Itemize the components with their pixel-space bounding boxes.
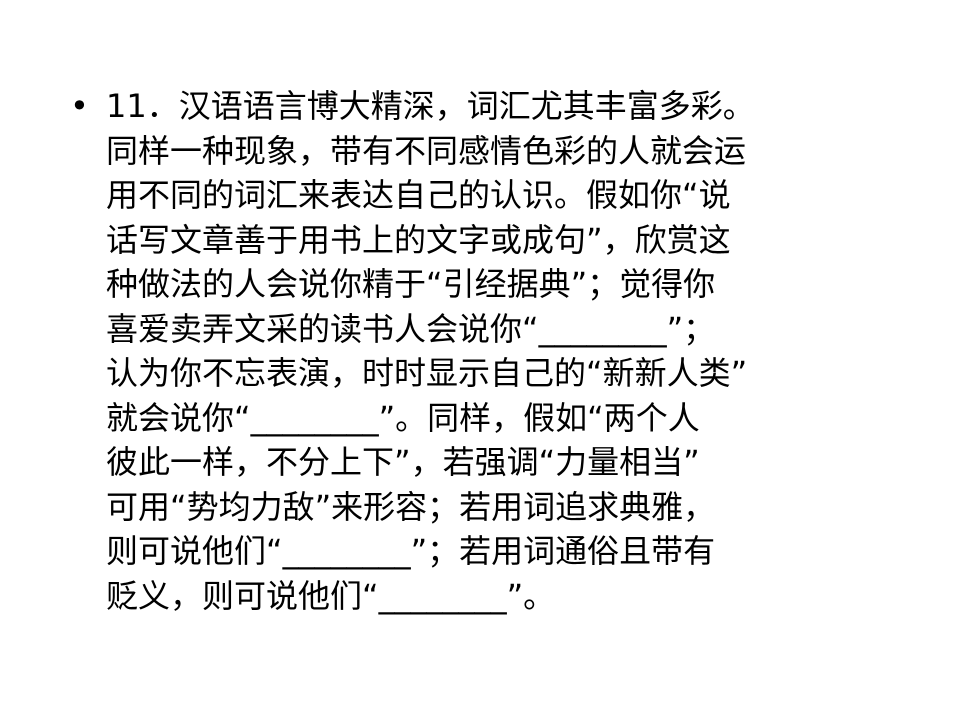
question-line: 认为你不忘表演，时时显示自己的“新新人类”: [106, 354, 748, 392]
question-line: 话写文章善于用书上的文字或成句”，欣赏这: [106, 220, 731, 259]
question-line: 种做法的人会说你精于“引经据典”；觉得你: [106, 265, 716, 303]
bullet-icon: •: [70, 87, 89, 125]
question-line: 彼此一样，不分上下”，若强调“力量相当”: [106, 443, 700, 481]
question-line: 喜爱卖弄文采的读书人会说你“________”；: [106, 309, 716, 348]
question-line: 11．汉语语言博大精深，词汇尤其丰富多彩。: [106, 87, 755, 125]
question-line: 可用“势均力敌”来形容；若用词追求典雅，: [106, 487, 716, 526]
question-line: 则可说他们“________”；若用词通俗且带有: [106, 532, 716, 570]
question-line: 同样一种现象，带有不同感情色彩的人就会运: [106, 131, 747, 170]
question-line: 用不同的词汇来表达自己的认识。假如你“说: [106, 176, 731, 214]
question-line: 贬义，则可说他们“________”。: [106, 576, 556, 615]
question-text: 11．汉语语言博大精深，词汇尤其丰富多彩。 同样一种现象，带有不同感情色彩的人就…: [106, 84, 886, 618]
question-line: 就会说你“________”。同样，假如“两个人: [106, 398, 700, 437]
